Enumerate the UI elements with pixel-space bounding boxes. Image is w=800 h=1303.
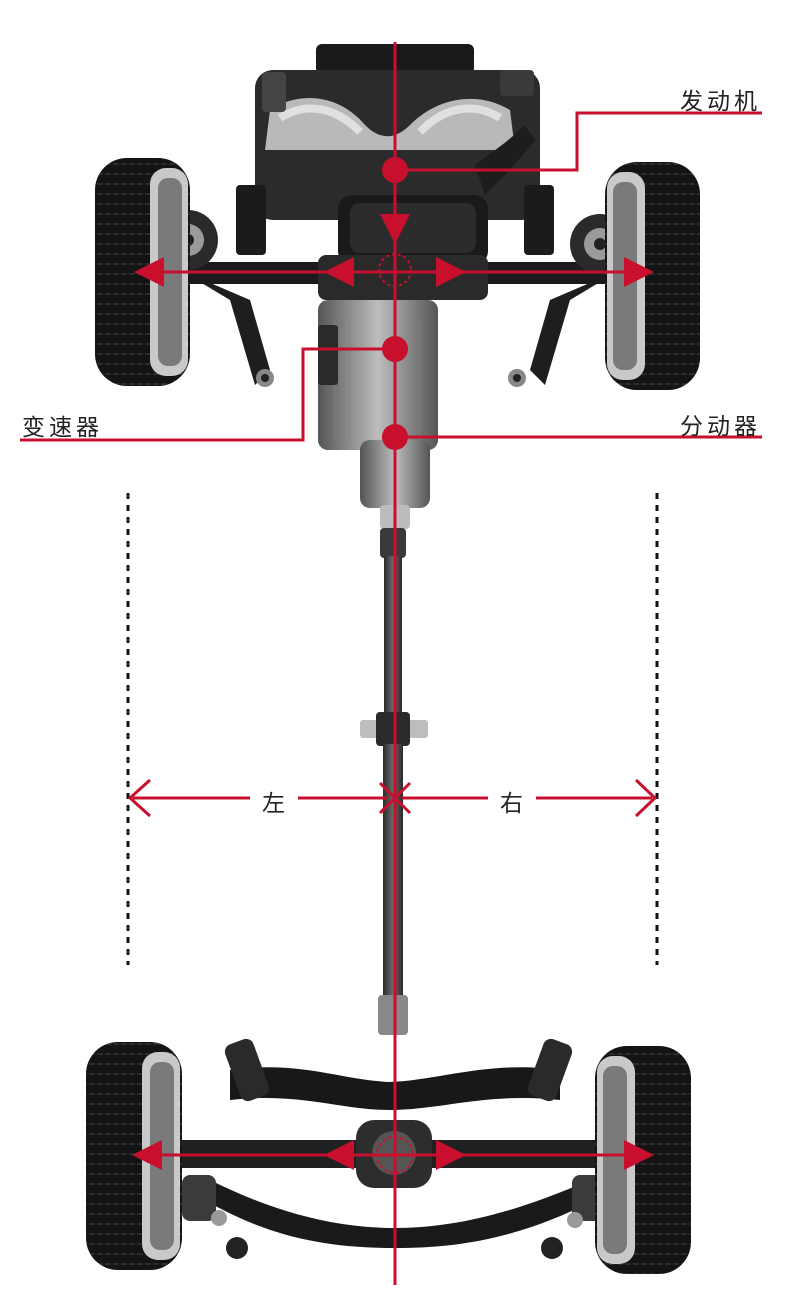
left-label: 左 [262, 791, 285, 817]
engine-label: 发动机 [680, 89, 761, 115]
transfer-label: 分动器 [680, 414, 761, 440]
front-left-wheel [95, 158, 190, 386]
front-axle-arrow [134, 170, 654, 287]
engine-leader-line [395, 111, 762, 172]
propeller-shaft [360, 528, 428, 1035]
front-right-wheel [605, 162, 700, 390]
transmission-label: 变速器 [22, 415, 103, 441]
rear-right-wheel [595, 1046, 691, 1274]
rear-axle-assembly [175, 1038, 620, 1259]
left-measure-arrow [127, 778, 388, 818]
transmission [318, 300, 438, 450]
front-differential-marker [378, 253, 412, 287]
rear-differential-marker [376, 1136, 414, 1174]
engine [236, 44, 554, 300]
center-cross-mark [378, 781, 412, 815]
right-measure-arrow [402, 778, 658, 818]
transmission-leader-line [20, 347, 395, 442]
right-label: 右 [500, 791, 523, 817]
